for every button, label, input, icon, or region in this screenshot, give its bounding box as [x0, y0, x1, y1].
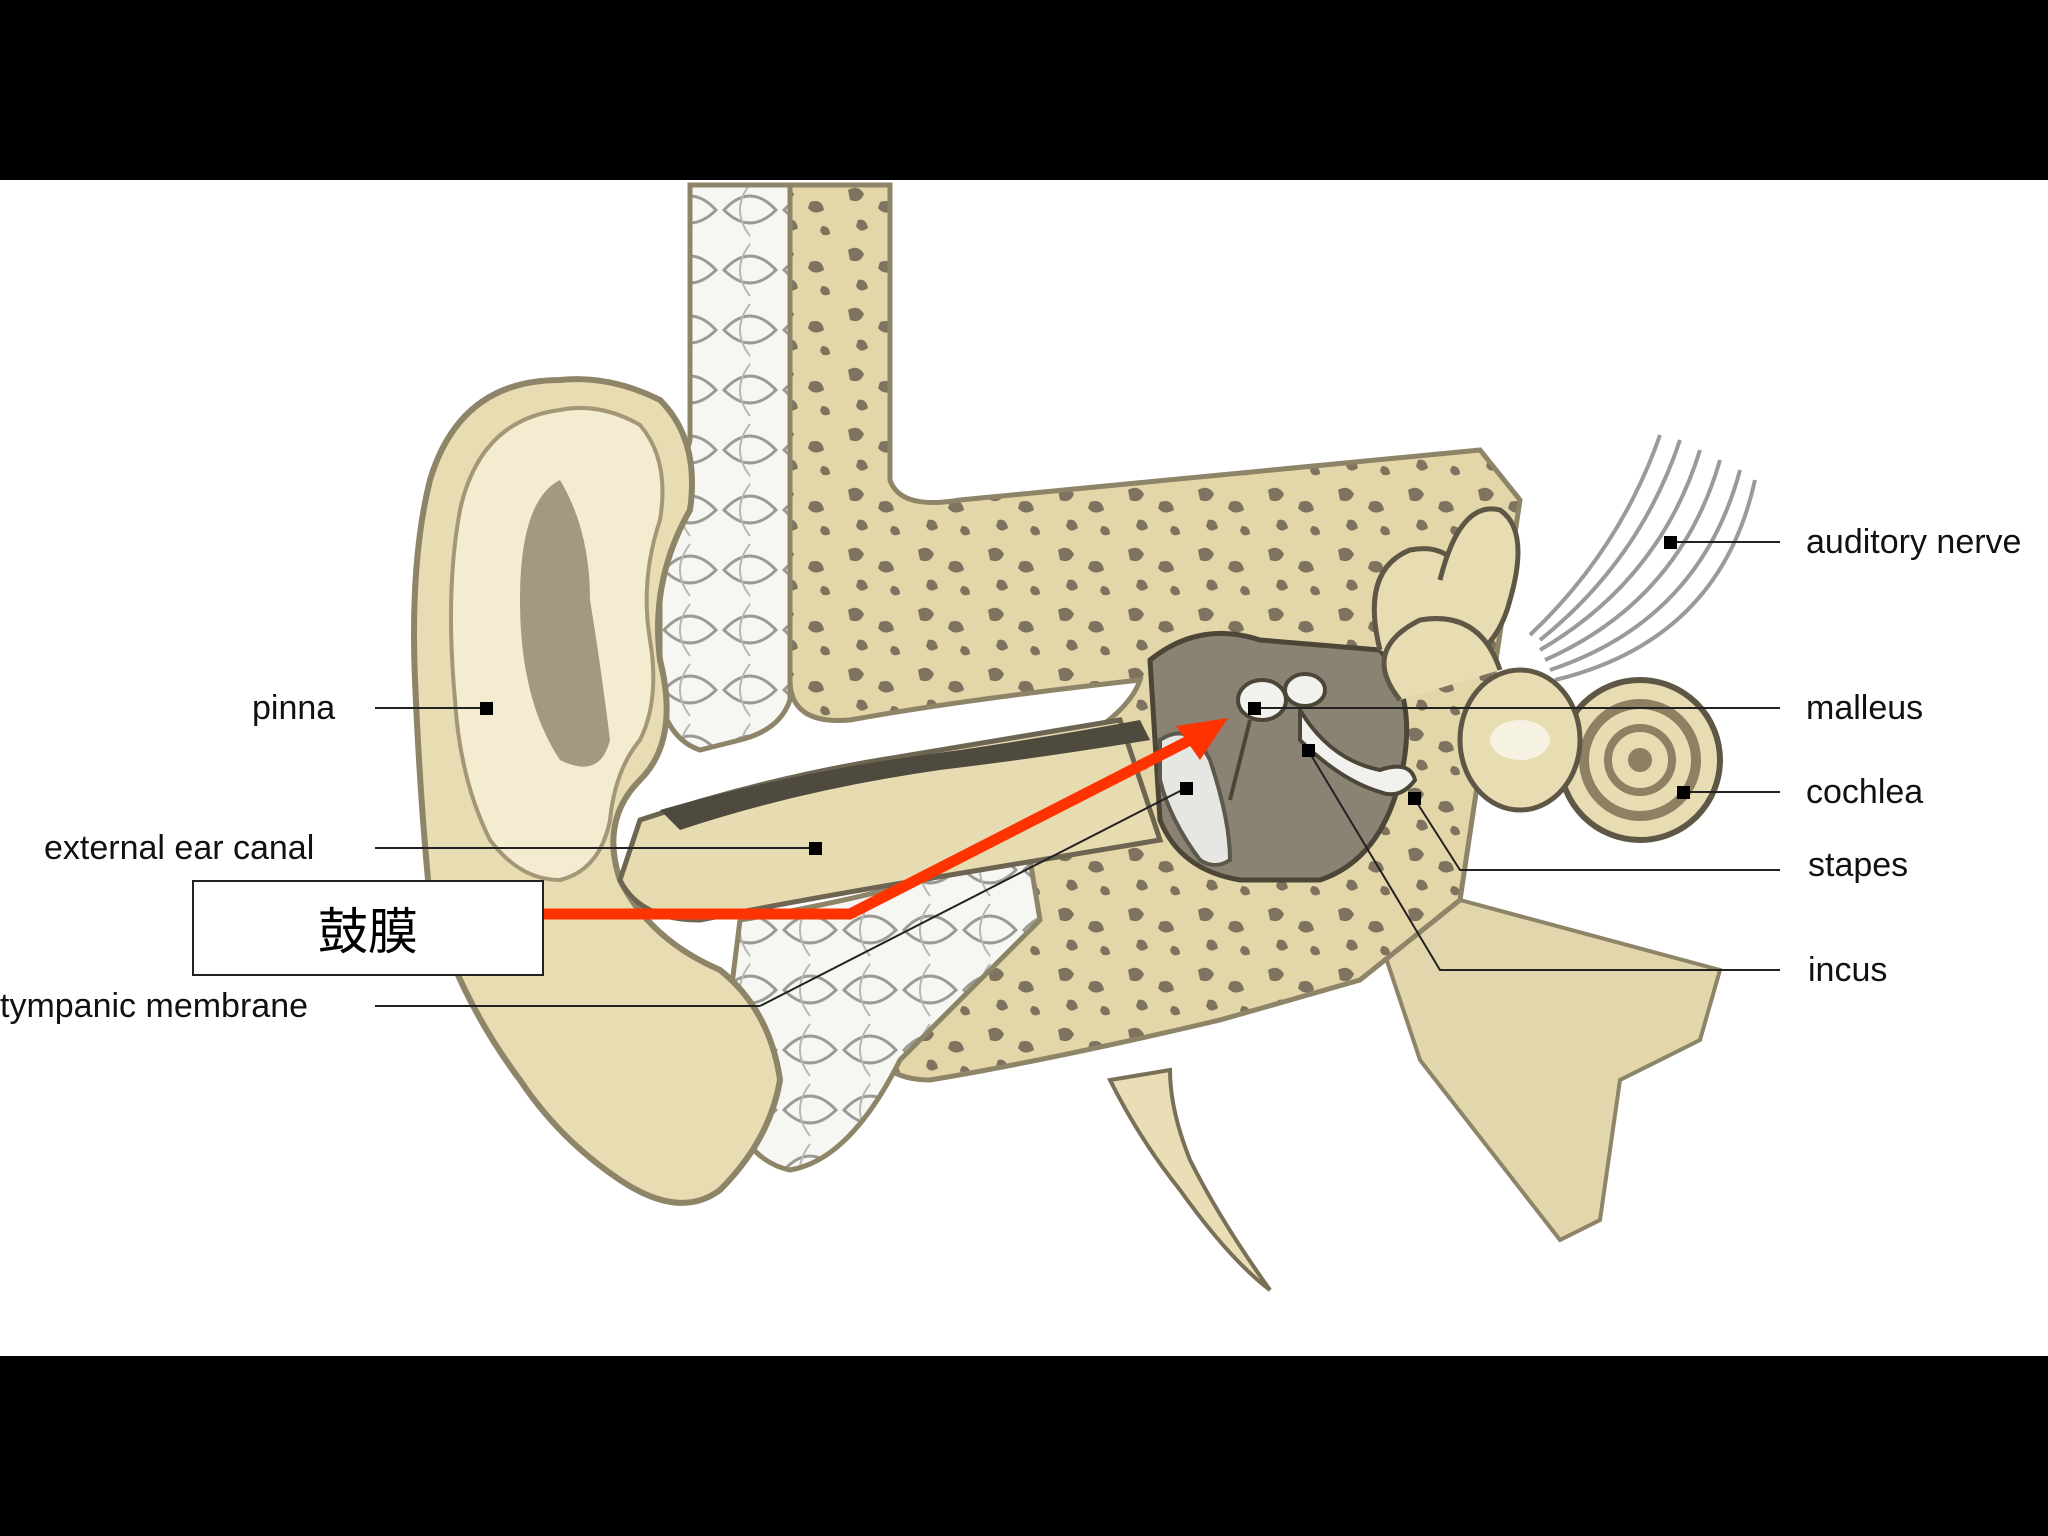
- callout-eardrum-box: 鼓膜: [192, 880, 544, 976]
- label-auditory-nerve: auditory nerve: [1806, 523, 2022, 561]
- auditory-nerve-shape: [1528, 434, 1757, 682]
- external-ear-canal-shape: [617, 717, 1164, 923]
- semicircular-canals-shape: [1371, 506, 1521, 702]
- label-stapes: stapes: [1808, 846, 1909, 884]
- ear-anatomy-diagram: pinna external ear canal tympanic membra…: [0, 180, 2048, 1356]
- leader-lines: [375, 541, 1780, 1007]
- ear-illustration: [375, 182, 1780, 1292]
- top-letterbox: [0, 0, 2048, 180]
- bottom-letterbox: [0, 1356, 2048, 1536]
- lower-bone-shape: [1377, 897, 1723, 1243]
- label-cochlea: cochlea: [1806, 773, 1924, 811]
- canal-shadow-shape: [660, 720, 1150, 830]
- label-incus: incus: [1808, 951, 1888, 989]
- label-tympanic-membrane: tympanic membrane: [0, 987, 309, 1025]
- label-malleus: malleus: [1806, 689, 1924, 727]
- styloid-process-shape: [1106, 1067, 1272, 1292]
- cochlea-shape: [1457, 667, 1723, 843]
- label-external-ear-canal: external ear canal: [44, 829, 315, 867]
- label-pinna: pinna: [252, 689, 336, 727]
- callout-arrow: [525, 718, 1228, 920]
- leader-dots: [480, 536, 1690, 855]
- pinna-concha-shape: [520, 480, 610, 767]
